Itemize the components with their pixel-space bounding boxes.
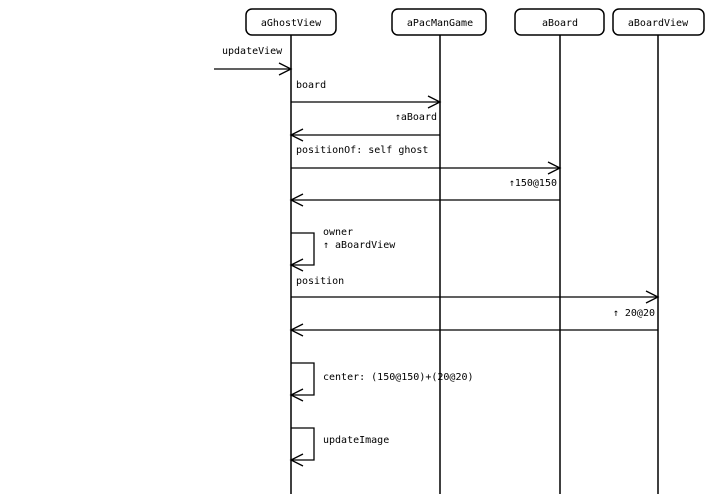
participant-name-pacman: aPacManGame — [407, 18, 473, 29]
return-arrowhead-2 — [289, 128, 304, 142]
self-message-arrowhead-8 — [289, 388, 304, 402]
self-message-label2-5: ↑ aBoardView — [323, 240, 396, 251]
return-arrowhead-4 — [289, 193, 304, 207]
return-arrowhead-7 — [289, 323, 304, 337]
message-arrowhead-0 — [278, 62, 293, 76]
message-arrowhead-1 — [427, 95, 442, 109]
message-arrowhead-6 — [645, 290, 660, 304]
self-message-arrowhead-9 — [289, 453, 304, 467]
return-label-2: ↑aBoard — [395, 112, 437, 123]
participant-name-boardview: aBoardView — [628, 18, 689, 29]
self-message-label-9: updateImage — [323, 435, 389, 446]
participant-box-boardview — [612, 8, 705, 36]
return-label-7: ↑ 20@20 — [613, 308, 655, 319]
self-message-5 — [291, 232, 315, 266]
message-label-6: position — [296, 276, 344, 287]
self-message-9 — [291, 427, 315, 461]
message-label-1: board — [296, 80, 326, 91]
return-label-4: ↑150@150 — [509, 178, 557, 189]
message-label-0: updateView — [222, 46, 283, 57]
self-message-label-8: center: (150@150)+(20@20) — [323, 372, 474, 383]
self-message-8 — [291, 362, 315, 396]
participant-box-pacman — [391, 8, 487, 36]
self-message-arrowhead-5 — [289, 258, 304, 272]
participant-name-board: aBoard — [542, 18, 578, 29]
participant-box-ghost — [245, 8, 337, 36]
participant-name-ghost: aGhostView — [261, 18, 322, 29]
message-arrowhead-3 — [547, 161, 562, 175]
participant-box-board — [514, 8, 605, 36]
message-label-3: positionOf: self ghost — [296, 145, 428, 156]
self-message-label-5: owner — [323, 227, 353, 238]
